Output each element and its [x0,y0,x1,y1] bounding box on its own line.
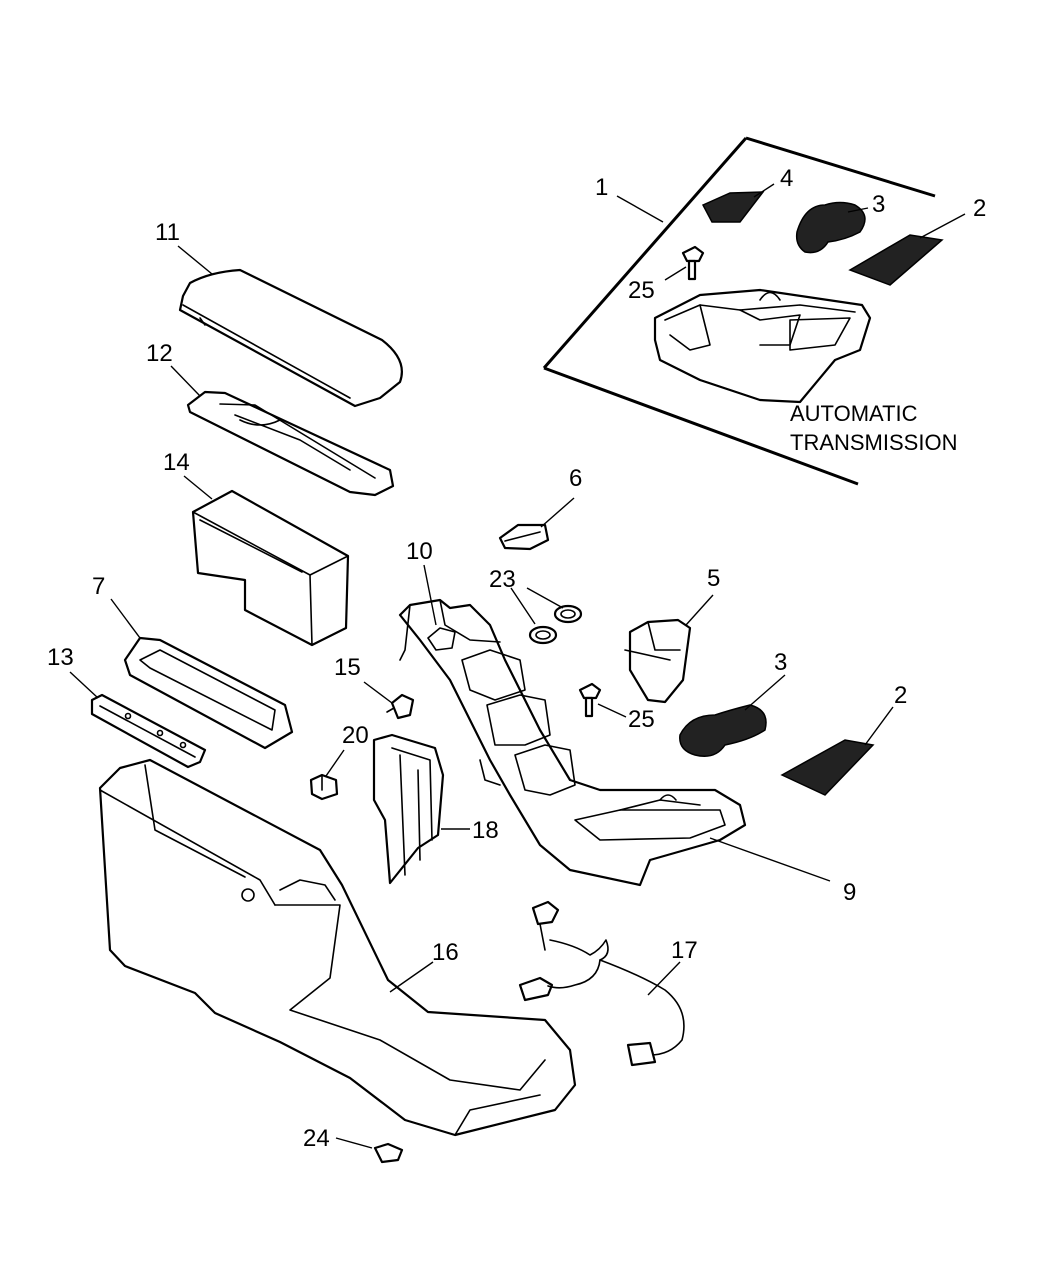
callout-15: 15 [334,654,361,681]
console-base [98,758,577,1137]
callout-4: 4 [780,165,793,192]
callout-16: 16 [432,939,459,966]
cup-holder-mat-inset [795,201,866,254]
armrest-lid [178,268,403,408]
callout-17: 17 [671,937,698,964]
cup-holder-insert [624,618,692,704]
callout-9: 9 [843,879,856,906]
callout-25-inset: 25 [628,277,655,304]
callout-12: 12 [146,340,173,367]
callout-7: 7 [92,573,105,600]
callout-14: 14 [163,449,190,476]
automatic-console [653,288,872,404]
callout-24: 24 [303,1125,330,1152]
callout-6: 6 [569,465,582,492]
trim-piece [498,523,550,551]
base-clip [373,1142,404,1164]
callout-18: 18 [472,817,499,844]
grille-mat-inset [848,234,944,286]
callout-2-inset: 2 [973,195,986,222]
cup-holder-mat-lower [679,704,767,757]
retaining-clip [386,693,415,720]
callout-13: 13 [47,644,74,671]
callout-11: 11 [155,219,180,246]
storage-bin [191,489,350,647]
note-line-transmission: TRANSMISSION [790,430,957,455]
callout-2-lower: 2 [894,682,907,709]
bolt-lower [578,682,602,718]
power-socket [309,773,339,801]
wiring-harness [518,900,685,1067]
callout-3-inset: 3 [872,191,885,218]
callout-5: 5 [707,565,720,592]
shift-boot-ring [427,627,456,651]
lid-hinge-plate [186,390,395,497]
callout-20: 20 [342,722,369,749]
leader-lines [69,183,966,1149]
callout-25-lower: 25 [628,706,655,733]
grille-mat-lower [780,739,875,796]
callout-1: 1 [595,174,608,201]
callout-10: 10 [406,538,433,565]
switch-pair [528,604,583,645]
callout-23: 23 [489,566,516,593]
mounting-bracket [90,693,207,769]
inset-trim-piece [701,191,765,223]
bolt-inset [681,245,705,281]
console-tray [123,636,294,750]
floor-console [398,598,747,887]
inset-note: AUTOMATIC TRANSMISSION [790,401,957,455]
note-line-automatic: AUTOMATIC [790,401,918,426]
side-bracket [372,733,445,885]
automatic-transmission-inset [542,136,936,486]
callout-3-lower: 3 [774,649,787,676]
callout-labels: 1 4 3 2 25 11 12 14 7 13 15 20 18 10 6 2… [47,165,986,1152]
